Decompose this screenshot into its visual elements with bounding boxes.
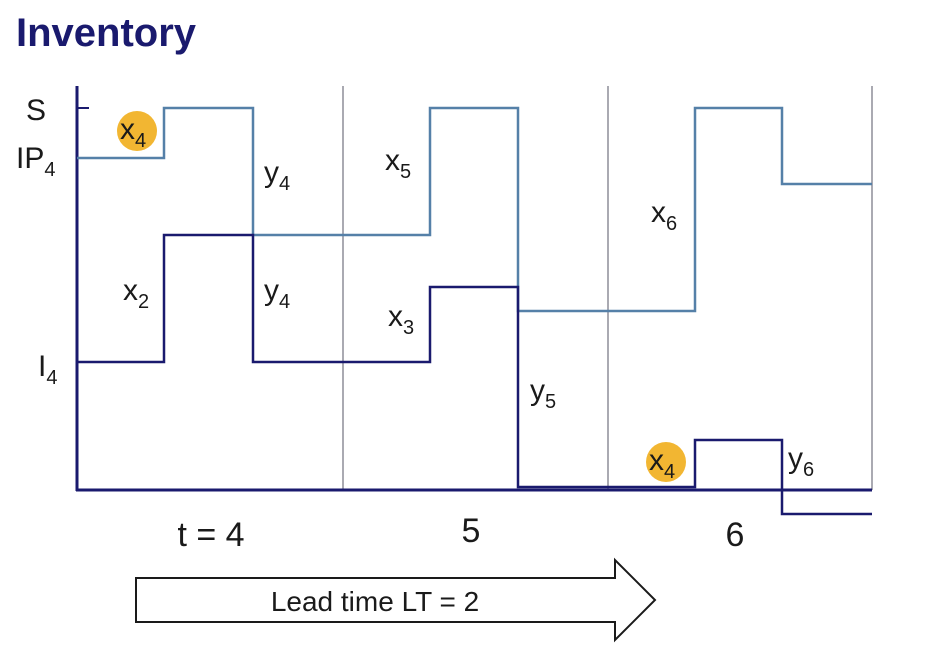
period-dividers (342, 86, 873, 490)
step-label-x4-arrival: x4 (649, 444, 675, 483)
period-label-5: 5 (462, 512, 481, 550)
highlight-marker (117, 111, 157, 151)
axes (75, 86, 872, 492)
period-label-t4: t = 4 (177, 516, 244, 554)
lead-time-arrow: Lead time LT = 2 (135, 557, 657, 643)
highlight-marker (646, 442, 686, 482)
step-label-y6: y6 (788, 442, 814, 481)
s-label: S (26, 94, 46, 127)
ip-label: IP4 (16, 142, 55, 181)
step-label-x5: x5 (385, 144, 411, 183)
step-label-y4-upper: y4 (264, 156, 290, 195)
lead-time-label: Lead time LT = 2 (271, 586, 479, 617)
period-label-6: 6 (726, 516, 745, 554)
step-label-x3: x3 (388, 300, 414, 339)
step-label-y5: y5 (530, 374, 556, 413)
inventory-position-line (77, 106, 872, 313)
step-label-x6: x6 (651, 196, 677, 235)
i-label: I4 (38, 350, 57, 389)
page-title: Inventory (16, 11, 197, 55)
step-label-x2: x2 (123, 274, 149, 313)
step-label-y4-lower: y4 (264, 274, 290, 313)
inventory-level-line (77, 233, 872, 516)
right-arrow-icon (135, 557, 657, 643)
step-label-x4-order: x4 (120, 113, 146, 152)
